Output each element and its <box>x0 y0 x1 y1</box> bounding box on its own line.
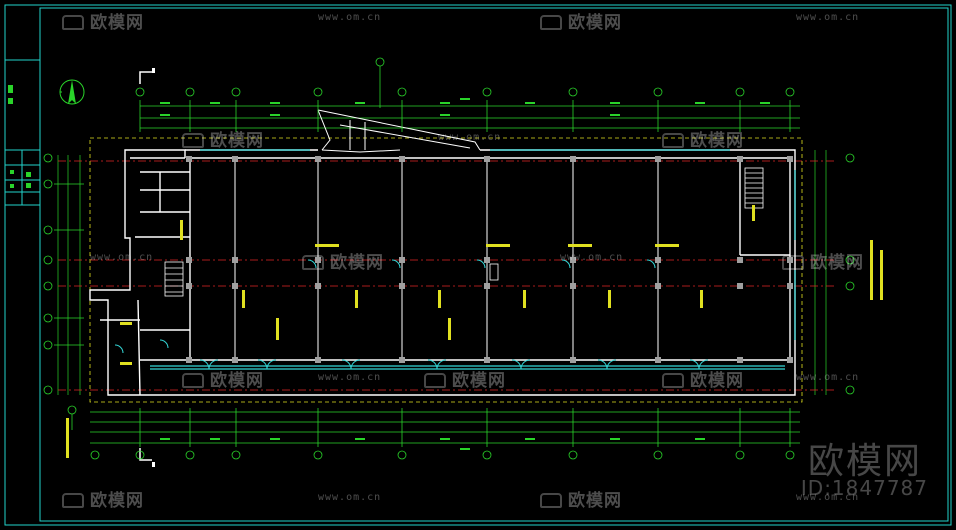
drawing-frame <box>4 4 952 526</box>
watermark-url: www.om.cn <box>318 12 382 23</box>
watermark-logo: 欧模网 <box>662 126 744 151</box>
door-swing-icon <box>114 259 709 370</box>
leader-lines <box>71 66 381 430</box>
watermark-url: www.om.cn <box>796 372 860 383</box>
sofa-logo-icon <box>782 255 804 270</box>
axis-bubbles <box>43 57 855 460</box>
room-annotations <box>66 205 883 458</box>
section-mark-icon <box>139 71 152 461</box>
watermark-big-brand: 欧模网 <box>807 441 922 482</box>
watermark-logo: 欧模网 <box>302 248 384 273</box>
watermark-brand: 欧模网 <box>568 13 622 33</box>
dimension-ticks <box>54 100 791 447</box>
axis-grid <box>58 160 835 391</box>
watermark-url: www.om.cn <box>796 492 860 503</box>
watermark-brand: 欧模网 <box>690 131 744 151</box>
watermark-logo: 欧模网 <box>62 8 144 33</box>
dimension-lines-left <box>57 155 81 395</box>
watermark-logo: 欧模网 <box>182 366 264 391</box>
watermark-brand: 欧模网 <box>690 371 744 391</box>
sofa-logo-icon <box>302 255 324 270</box>
watermark-url: www.om.cn <box>318 372 382 383</box>
watermark-brand: 欧模网 <box>568 491 622 511</box>
sofa-logo-icon <box>540 15 562 30</box>
watermark-url: www.om.cn <box>318 492 382 503</box>
sofa-logo-icon <box>62 15 84 30</box>
dimension-lines-top <box>140 105 800 129</box>
watermark-logo: 欧模网 <box>424 366 506 391</box>
stair-icon <box>164 167 764 297</box>
watermark-logo: 欧模网 <box>62 486 144 511</box>
watermark-logo: 欧模网 <box>540 486 622 511</box>
watermark-url: www.om.cn <box>90 252 154 263</box>
building-walls <box>89 149 796 396</box>
sofa-logo-icon <box>662 133 684 148</box>
watermark-brand: 欧模网 <box>90 13 144 33</box>
windows <box>150 149 796 370</box>
watermark-url: www.om.cn <box>796 12 860 23</box>
watermark-logo: 欧模网 <box>540 8 622 33</box>
watermark-logo: 欧模网 <box>182 126 264 151</box>
dimension-text-marks <box>160 98 770 450</box>
north-arrow-icon <box>59 79 85 105</box>
section-mark-numbers <box>152 68 155 467</box>
sofa-logo-icon <box>62 493 84 508</box>
dimension-lines-bottom <box>90 411 800 444</box>
sofa-logo-icon <box>182 133 204 148</box>
watermark-brand: 欧模网 <box>90 491 144 511</box>
title-block-marks <box>8 85 31 188</box>
dimension-lines-right <box>814 150 827 395</box>
entrance-ramp <box>317 109 481 153</box>
roof-outline <box>89 137 803 403</box>
watermark-url: www.om.cn <box>438 132 502 143</box>
watermark-brand: 欧模网 <box>210 131 264 151</box>
watermark-brand: 欧模网 <box>452 371 506 391</box>
sofa-logo-icon <box>182 373 204 388</box>
sofa-logo-icon <box>662 373 684 388</box>
watermark-id: ID:1847787 <box>800 476 928 500</box>
watermark-logo: 欧模网 <box>782 248 864 273</box>
watermark-brand: 欧模网 <box>210 371 264 391</box>
structural-columns <box>186 156 793 363</box>
sofa-logo-icon <box>540 493 562 508</box>
watermark-url: www.om.cn <box>560 252 624 263</box>
sofa-logo-icon <box>424 373 446 388</box>
watermark-logo: 欧模网 <box>662 366 744 391</box>
watermark-brand: 欧模网 <box>330 253 384 273</box>
watermark-brand: 欧模网 <box>810 253 864 273</box>
